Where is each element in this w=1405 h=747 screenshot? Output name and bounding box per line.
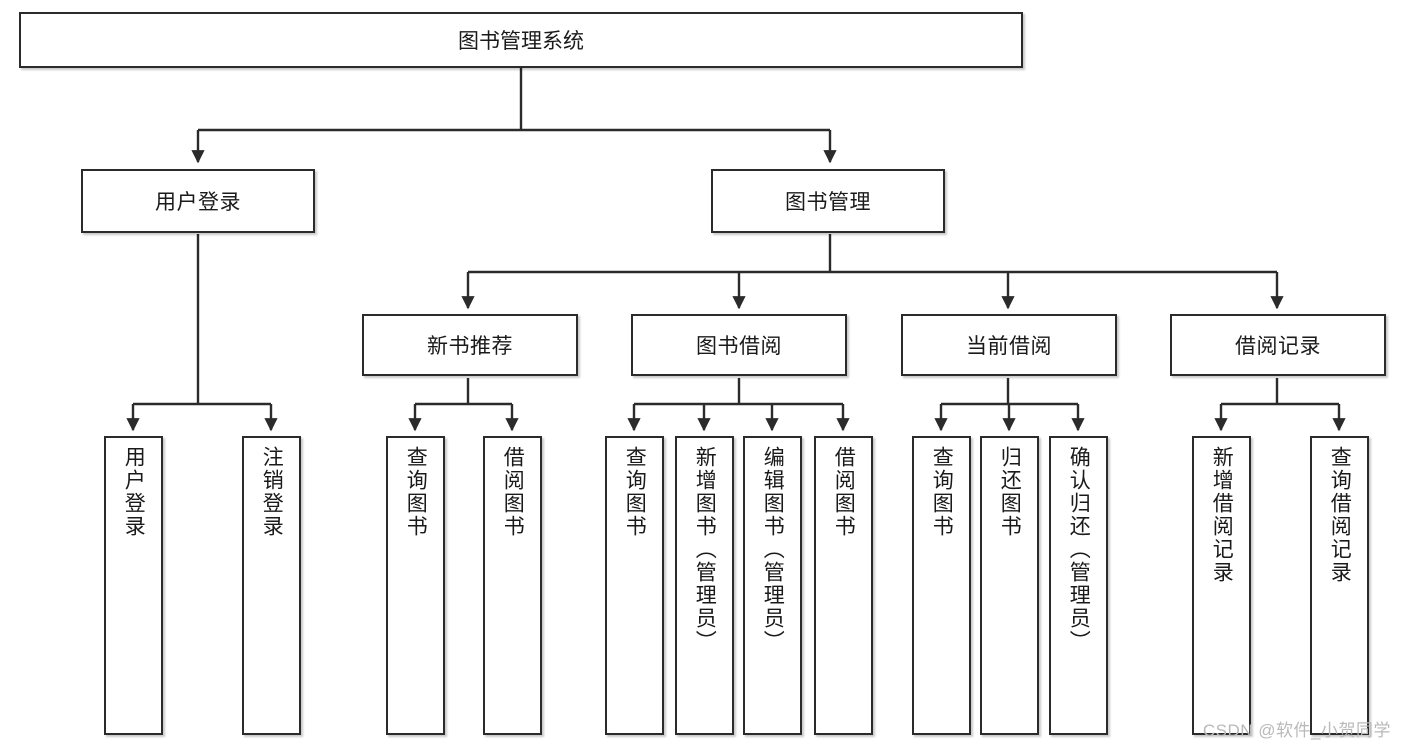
leaf-query-book-3-label: 查询图书 [930, 446, 954, 538]
node-current-borrow[interactable]: 当前借阅 [901, 314, 1117, 376]
node-book-borrow[interactable]: 图书借阅 [631, 314, 847, 376]
leaf-add-book[interactable]: 新增图书（管理员） [675, 436, 734, 735]
leaf-query-record[interactable]: 查询借阅记录 [1310, 436, 1369, 735]
leaf-edit-book-label: 编辑图书（管理员） [761, 446, 785, 653]
leaf-query-book-2-label: 查询图书 [623, 446, 647, 538]
leaf-return-book-label: 归还图书 [998, 446, 1022, 538]
node-root-label: 图书管理系统 [458, 30, 584, 53]
node-borrow-record[interactable]: 借阅记录 [1170, 314, 1386, 376]
leaf-logout-login[interactable]: 注销登录 [242, 436, 301, 735]
leaf-confirm-return[interactable]: 确认归还（管理员） [1049, 436, 1108, 735]
node-borrow-record-label: 借阅记录 [1235, 335, 1321, 358]
node-user-login-label: 用户登录 [155, 191, 241, 214]
leaf-query-book-1-label: 查询图书 [404, 446, 428, 538]
leaf-query-book-2[interactable]: 查询图书 [605, 436, 664, 735]
leaf-add-record-label: 新增借阅记录 [1210, 446, 1234, 584]
node-user-login[interactable]: 用户登录 [81, 169, 315, 233]
node-book-management[interactable]: 图书管理 [711, 169, 945, 233]
leaf-query-book-1[interactable]: 查询图书 [386, 436, 445, 735]
leaf-user-login[interactable]: 用户登录 [104, 436, 163, 735]
node-current-borrow-label: 当前借阅 [966, 335, 1052, 358]
leaf-borrow-book-1-label: 借阅图书 [501, 446, 525, 538]
leaf-query-record-label: 查询借阅记录 [1328, 446, 1352, 584]
node-root[interactable]: 图书管理系统 [19, 12, 1023, 68]
leaf-edit-book[interactable]: 编辑图书（管理员） [743, 436, 802, 735]
leaf-borrow-book-1[interactable]: 借阅图书 [483, 436, 542, 735]
leaf-return-book[interactable]: 归还图书 [980, 436, 1039, 735]
node-new-book-recommend-label: 新书推荐 [427, 335, 513, 358]
leaf-borrow-book-2[interactable]: 借阅图书 [814, 436, 873, 735]
leaf-user-login-label: 用户登录 [122, 446, 146, 538]
leaf-add-book-label: 新增图书（管理员） [693, 446, 717, 653]
leaf-confirm-return-label: 确认归还（管理员） [1067, 446, 1091, 653]
node-book-borrow-label: 图书借阅 [696, 335, 782, 358]
node-new-book-recommend[interactable]: 新书推荐 [362, 314, 578, 376]
leaf-query-book-3[interactable]: 查询图书 [912, 436, 971, 735]
node-book-management-label: 图书管理 [785, 191, 871, 214]
leaf-borrow-book-2-label: 借阅图书 [832, 446, 856, 538]
leaf-logout-login-label: 注销登录 [260, 446, 284, 538]
leaf-add-record[interactable]: 新增借阅记录 [1192, 436, 1251, 735]
